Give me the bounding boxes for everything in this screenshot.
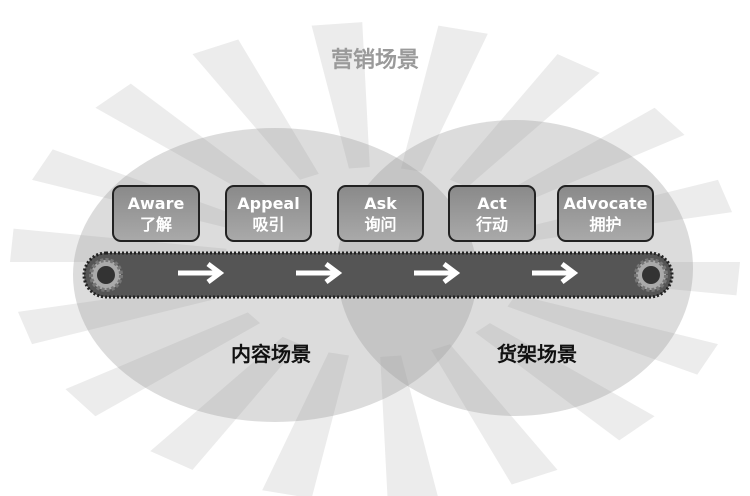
gear-icon	[634, 258, 668, 292]
marketing-scene-title: 营销场景	[330, 48, 419, 73]
step-appeal: Appeal 吸引	[225, 185, 312, 242]
step-ask: Ask 询问	[337, 185, 424, 242]
arrow-right-icon	[532, 262, 579, 284]
content-scene-label: 内容场景	[231, 342, 311, 366]
step-advocate: Advocate 拥护	[557, 185, 654, 242]
step-label-en: Act	[477, 193, 507, 213]
sunburst-ray	[262, 352, 349, 496]
arrow-right-icon	[178, 262, 225, 284]
sunburst-ray	[311, 22, 370, 169]
sunburst-ray	[431, 344, 558, 485]
shelf-scene-label: 货架场景	[497, 342, 577, 366]
sunburst-ray	[150, 336, 300, 470]
step-label-en: Aware	[127, 193, 185, 213]
sunburst-ray	[450, 54, 600, 188]
step-act: Act 行动	[448, 185, 536, 242]
step-label-en: Ask	[364, 193, 397, 213]
step-label-cn: 了解	[139, 214, 172, 234]
step-label-en: Appeal	[237, 193, 300, 213]
sunburst-ray	[95, 83, 275, 201]
sunburst-ray	[192, 39, 319, 180]
sunburst-ray	[475, 323, 655, 441]
sunburst-ray	[17, 281, 235, 345]
step-label-cn: 吸引	[252, 214, 285, 234]
arrow-right-icon	[296, 262, 343, 284]
sunburst-ray	[401, 25, 488, 172]
step-label-en: Advocate	[563, 193, 648, 213]
sunburst-ray	[65, 312, 261, 417]
gear-icon	[89, 258, 123, 292]
conveyor-belt	[82, 251, 674, 299]
step-label-cn: 询问	[364, 214, 397, 234]
arrow-right-icon	[414, 262, 461, 284]
belt-body	[82, 251, 674, 299]
sunburst-ray	[489, 107, 685, 212]
sunburst-ray	[380, 355, 438, 496]
step-label-cn: 拥护	[589, 214, 622, 234]
sunburst-ray	[507, 294, 718, 375]
step-label-cn: 行动	[475, 214, 508, 234]
step-aware: Aware 了解	[112, 185, 200, 242]
